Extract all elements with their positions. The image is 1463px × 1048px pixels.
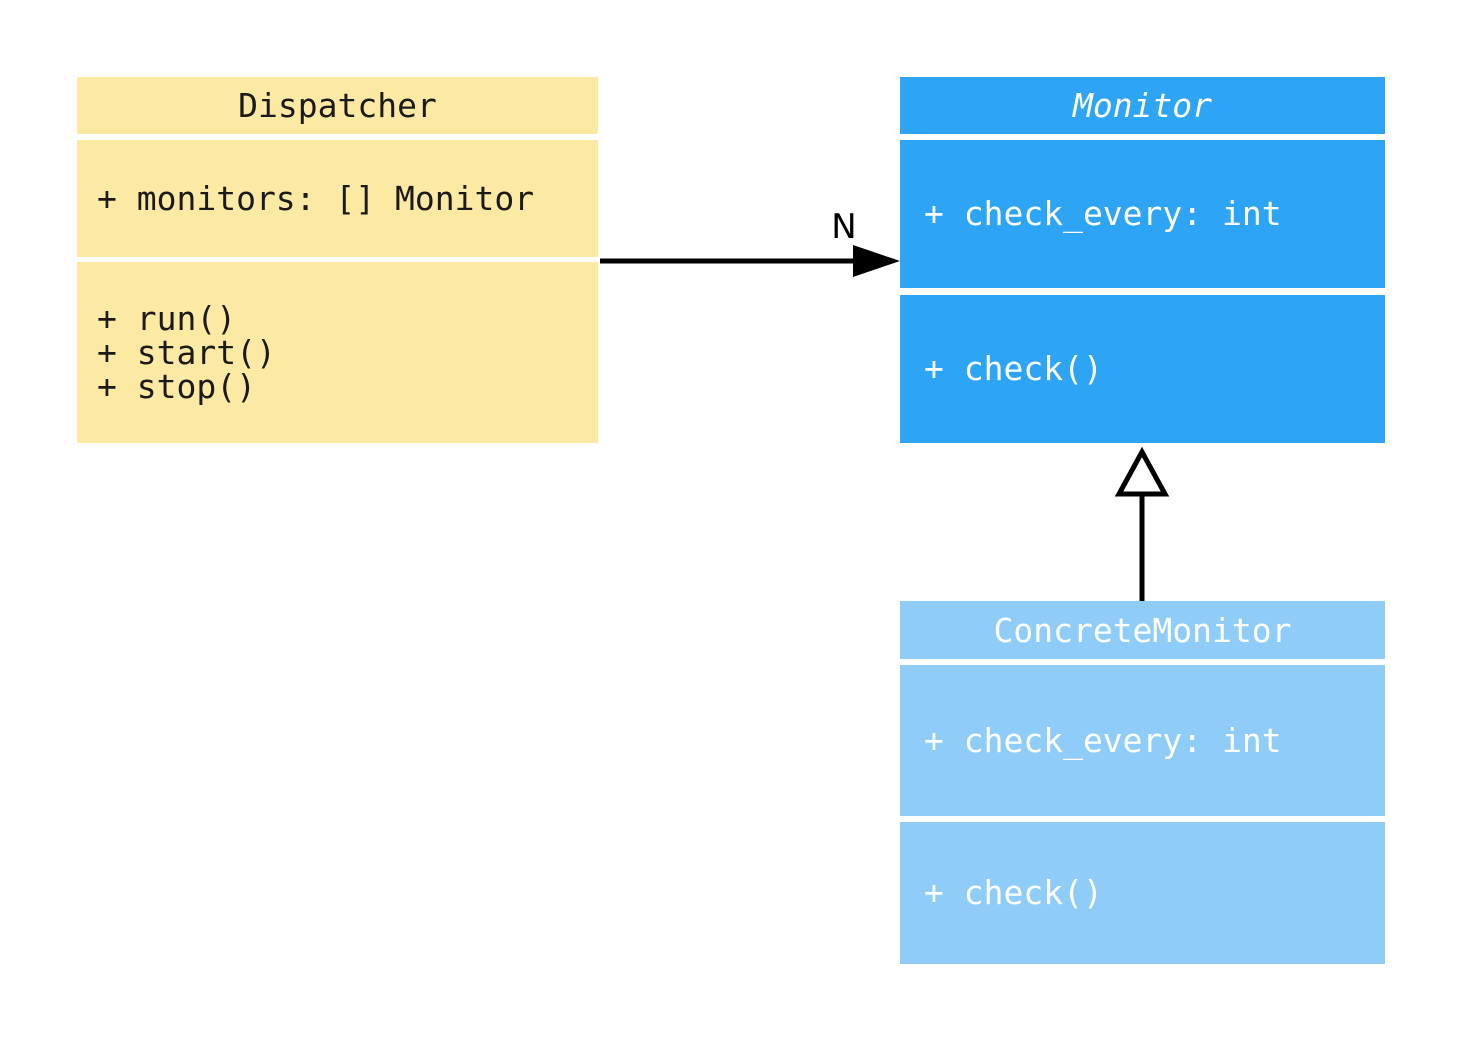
class-box-dispatcher: Dispatcher + monitors: [] Monitor + run(… <box>77 77 598 443</box>
method-row: + check() <box>924 873 1103 912</box>
method-row: + stop() <box>97 366 256 406</box>
class-box-monitor: Monitor + check_every: int + check() <box>900 77 1385 443</box>
methods-section-dispatcher: + run() + start() + stop() <box>77 262 598 443</box>
methods-section-monitor: + check() <box>900 295 1385 443</box>
attribute-row: + check_every: int <box>924 720 1282 760</box>
methods-section-concrete-monitor: + check() <box>900 822 1385 964</box>
association-multiplicity-label: N <box>831 207 857 247</box>
class-title-concrete-monitor: ConcreteMonitor <box>900 601 1385 659</box>
class-box-concrete-monitor: ConcreteMonitor + check_every: int + che… <box>900 601 1385 970</box>
method-row: + check() <box>924 349 1103 388</box>
method-row: + start() <box>97 332 276 372</box>
attributes-section-monitor: + check_every: int <box>900 140 1385 288</box>
inheritance-arrow <box>1114 446 1170 601</box>
association-arrow <box>600 245 900 277</box>
attribute-row: + check_every: int <box>924 194 1282 233</box>
section-divider <box>900 288 1385 295</box>
attributes-section-dispatcher: + monitors: [] Monitor <box>77 140 598 257</box>
class-title-dispatcher: Dispatcher <box>77 77 598 134</box>
method-row: + run() <box>97 298 237 338</box>
attributes-section-concrete-monitor: + check_every: int <box>900 665 1385 816</box>
class-title-monitor: Monitor <box>900 77 1385 134</box>
attribute-row: + monitors: [] Monitor <box>97 178 535 218</box>
